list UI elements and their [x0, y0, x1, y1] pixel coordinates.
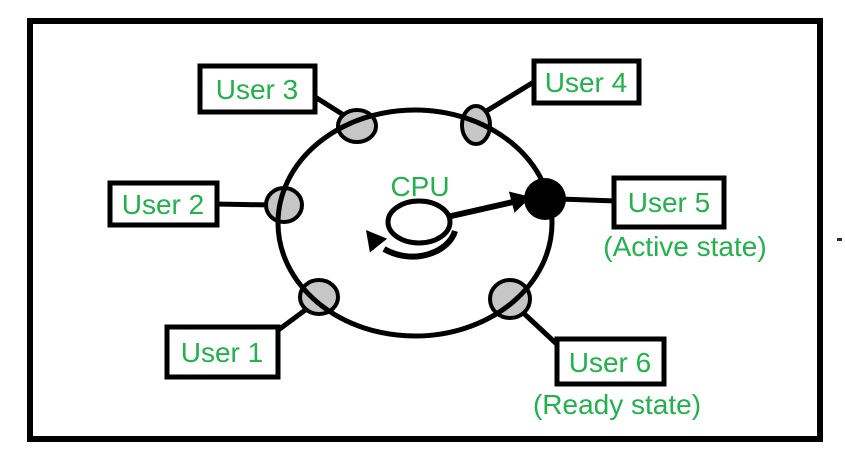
label-text-user5: User 5: [628, 187, 710, 218]
label-box-user6-rect: [554, 336, 667, 387]
dispatch-arrow-shaft: [446, 199, 514, 220]
connector-user2: [215, 201, 273, 208]
label-box-user2-rect: [107, 180, 220, 228]
label-text-user4: User 4: [545, 67, 627, 98]
label-box-user4: User 4: [531, 58, 642, 106]
label-text-user1: User 1: [181, 337, 263, 368]
rotation-arrow-arc: [382, 229, 458, 260]
cpu-ellipse: [385, 198, 453, 246]
rotation-arrowhead-icon: [366, 230, 388, 253]
scheduling-circle: [275, 107, 555, 339]
time-slice-node-user6: [488, 278, 532, 320]
label-box-user5: User 5: [611, 175, 727, 230]
label-box-user1: User 1: [164, 324, 281, 380]
ready-state-note: (Ready state): [533, 389, 701, 420]
label-box-user3: User 3: [197, 63, 318, 115]
stray-dot: [837, 238, 842, 241]
label-box-user2: User 2: [107, 180, 220, 228]
label-text-user3: User 3: [216, 74, 298, 105]
active-node-user5: [524, 178, 566, 220]
time-slice-node-user1: [298, 278, 340, 316]
label-box-user1-rect: [164, 324, 281, 380]
dispatch-arrowhead-icon: [508, 191, 531, 213]
label-text-user6: User 6: [569, 347, 651, 378]
connector-user5: [559, 196, 617, 204]
connector-user4: [478, 77, 539, 118]
label-box-user4-rect: [531, 58, 642, 106]
label-text-user2: User 2: [122, 189, 204, 220]
cpu-label: CPU: [390, 171, 449, 202]
label-box-user6: User 6: [554, 336, 667, 387]
time-slice-node-user4: [460, 104, 492, 146]
label-box-user5-rect: [611, 175, 727, 230]
label-box-user3-rect: [197, 63, 318, 115]
active-state-note: (Active state): [603, 231, 766, 262]
